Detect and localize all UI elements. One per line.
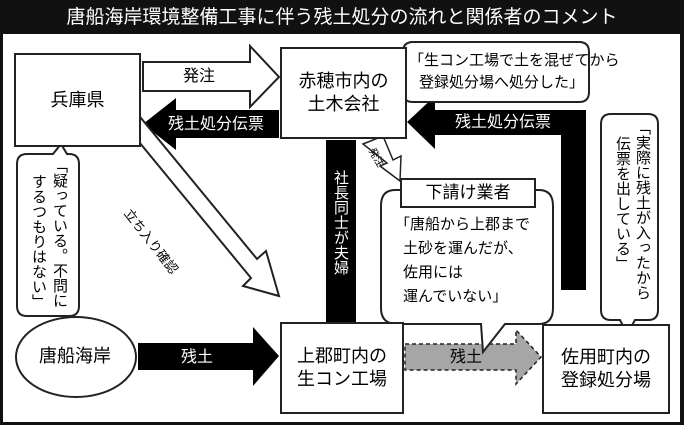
connectors-layer [15, 41, 659, 398]
sayo-disposal-node: 佐用町内の 登録処分場 [542, 324, 670, 414]
karafune-label: 唐船海岸 [39, 346, 111, 367]
soil-arrow-kamigori-to-sayo [404, 328, 543, 386]
ako-label-line2: 土木会社 [307, 94, 380, 115]
karafune-coast-node [15, 316, 137, 398]
sayo-comment-col1: 「実際に残土が入ったから [634, 120, 652, 300]
kamigori-label-line1: 上郡町内の [297, 346, 387, 367]
soil-label-karafune: 残土 [181, 347, 214, 366]
hyogo-node: 兵庫県 [14, 53, 141, 147]
inspection-arrow [95, 111, 281, 298]
hyogo-label: 兵庫県 [50, 89, 105, 111]
slip-arrow-sayo-to-ako [407, 96, 586, 290]
ako-label-line1: 赤穂市内の [298, 71, 389, 92]
slip-label-sayo-to-ako: 残土処分伝票 [455, 112, 552, 131]
soil-arrow-karafune-to-kamigori [138, 327, 279, 386]
kamigori-plant-node: 上郡町内の 生コン工場 [280, 322, 404, 414]
sayo-comment-col2: 伝票を出している」 [614, 136, 632, 271]
subcontractor-label: 下請け業者 [425, 182, 511, 203]
sub-comment-line2: 土砂を運んだが、 [403, 239, 523, 257]
kamigori-label-line2: 生コン工場 [297, 369, 387, 390]
sub-comment-line3: 佐用には [403, 263, 464, 281]
ako-comment-line1: 「生コン工場で土を混ぜてから [409, 51, 620, 69]
order-arrow-hyogo-to-ako [142, 43, 281, 110]
order-arrow-ako-to-sub [361, 135, 402, 183]
president-couple-label: 社長同士が夫婦 [332, 170, 350, 275]
hyogo-comment-col2: するつもりはない」 [30, 174, 48, 309]
president-couple-bar [326, 140, 356, 322]
sub-comment-line4: 運んでいない」 [403, 287, 508, 305]
diagram-canvas: 兵庫県 赤穂市内の 土木会社 上郡町内の 生コン工場 佐用町内の 登録処分場 下… [3, 34, 680, 422]
sayo-label-line1: 佐用町内の [561, 347, 651, 368]
slip-label-ako-to-hyogo: 残土処分伝票 [168, 114, 265, 133]
comment-bubble-subcontractor [380, 189, 554, 355]
sub-comment-line1: 「唐船から上郡まで [395, 215, 531, 233]
ako-construction-node: 赤穂市内の 土木会社 [280, 47, 407, 139]
slip-arrow-ako-to-hyogo [143, 98, 279, 150]
soil-label-kamigori: 残土 [450, 347, 483, 366]
hyogo-comment-col1: 「疑っている。不問に [51, 158, 69, 308]
diagram-title: 唐船海岸環境整備工事に伴う残土処分の流れと関係者のコメント [66, 6, 618, 28]
order-label-hyogo-to-ako: 発注 [183, 66, 216, 85]
sayo-label-line2: 登録処分場 [561, 370, 651, 391]
ako-comment-line2: 登録処分場へ処分した」 [419, 73, 585, 91]
comment-bubble-hyogo [16, 142, 80, 317]
subcontractor-node: 下請け業者 [400, 178, 536, 208]
